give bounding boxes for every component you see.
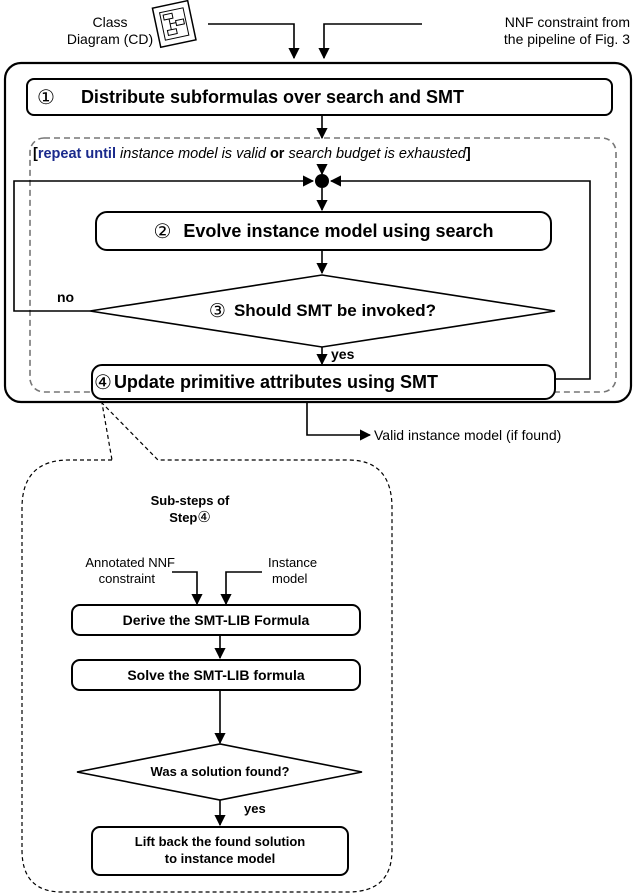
solution-found-label: Was a solution found? [150, 764, 290, 779]
output-label: Valid instance model (if found) [374, 427, 562, 443]
step2-label: ② Evolve instance model using search [96, 212, 551, 250]
loop-repeat-until: repeat until [37, 146, 116, 162]
lift-line1: Lift back the found solution [134, 834, 306, 849]
class-diagram-label-line1: Class [92, 14, 128, 30]
derive-label: Derive the SMT-LIB Formula [122, 612, 310, 628]
step3-label: ③ Should SMT be invoked? [150, 298, 495, 324]
step2-number: ② [153, 219, 172, 243]
loop-close-bracket: ] [465, 146, 471, 162]
step4-text: Update primitive attributes using SMT [113, 371, 438, 392]
instance-model-label: Instance model [268, 555, 358, 587]
annotated-nnf-label: Annotated NNF constraint [40, 555, 175, 587]
no-label: no [57, 289, 75, 305]
substeps-title-number: ④ [197, 508, 211, 526]
step1-box [26, 78, 613, 116]
yes-label: yes [331, 346, 355, 362]
annotated-nnf-arrow [172, 571, 203, 606]
class-diagram-label: Class Diagram (CD) [60, 14, 160, 48]
instance-model-arrow [220, 571, 262, 606]
annotated-nnf-line2: constraint [98, 571, 155, 586]
lift-label: Lift back the found solution to instance… [92, 833, 348, 867]
step2-box [95, 211, 552, 251]
loop-cond1: instance model is valid [120, 146, 266, 162]
no-loop-arrow [13, 175, 315, 312]
step4-label: ④ Update primitive attributes using SMT [92, 365, 555, 399]
loop-or: or [269, 146, 285, 162]
solve-label: Solve the SMT-LIB formula [127, 667, 305, 683]
loop-condition: [repeat until instance model is valid or… [33, 145, 471, 163]
step4-box [91, 364, 556, 400]
nnf-constraint-label-line2: the pipeline of Fig. 3 [503, 31, 630, 47]
nnf-constraint-arrow [318, 23, 422, 60]
output-arrow [306, 402, 372, 441]
step1-label: ① Distribute subformulas over search and… [27, 79, 612, 115]
class-diagram-arrow [208, 23, 300, 60]
step2-text: Evolve instance model using search [183, 220, 494, 241]
derive-box [71, 604, 361, 636]
step4-number: ④ [94, 370, 112, 394]
solve-box [71, 659, 361, 691]
instance-model-line1: Instance [268, 555, 318, 570]
loop-cond2: search budget is exhausted [288, 146, 466, 162]
substeps-yes-label: yes [244, 801, 266, 816]
annotated-nnf-line1: Annotated NNF [85, 555, 175, 570]
step1-text: Distribute subformulas over search and S… [80, 86, 465, 107]
class-diagram-label-line2: Diagram (CD) [66, 31, 154, 47]
class-diagram-icon [151, 0, 197, 49]
nnf-constraint-label: NNF constraint from the pipeline of Fig.… [400, 14, 630, 48]
step1-number: ① [37, 85, 55, 109]
step3-diamond [89, 274, 556, 348]
substeps-callout [21, 401, 393, 893]
substeps-title-line1: Sub-steps of [150, 493, 230, 508]
lift-box [91, 826, 349, 876]
substeps-title-line2: Step④ [110, 509, 270, 526]
step4-loop-arrow [329, 175, 591, 380]
loop-open-bracket: [ [33, 146, 38, 162]
merge-point [315, 174, 329, 188]
solution-found-diamond [76, 743, 363, 801]
step3-number: ③ [208, 300, 226, 322]
substeps-title: Sub-steps of Step④ [110, 493, 270, 526]
substeps-title-step: Step [169, 510, 198, 525]
step3-text: Should SMT be invoked? [233, 301, 437, 320]
loop-container [29, 137, 617, 393]
lift-line2: to instance model [164, 851, 276, 866]
instance-model-line2: model [272, 571, 308, 586]
nnf-constraint-label-line1: NNF constraint from [504, 14, 630, 30]
